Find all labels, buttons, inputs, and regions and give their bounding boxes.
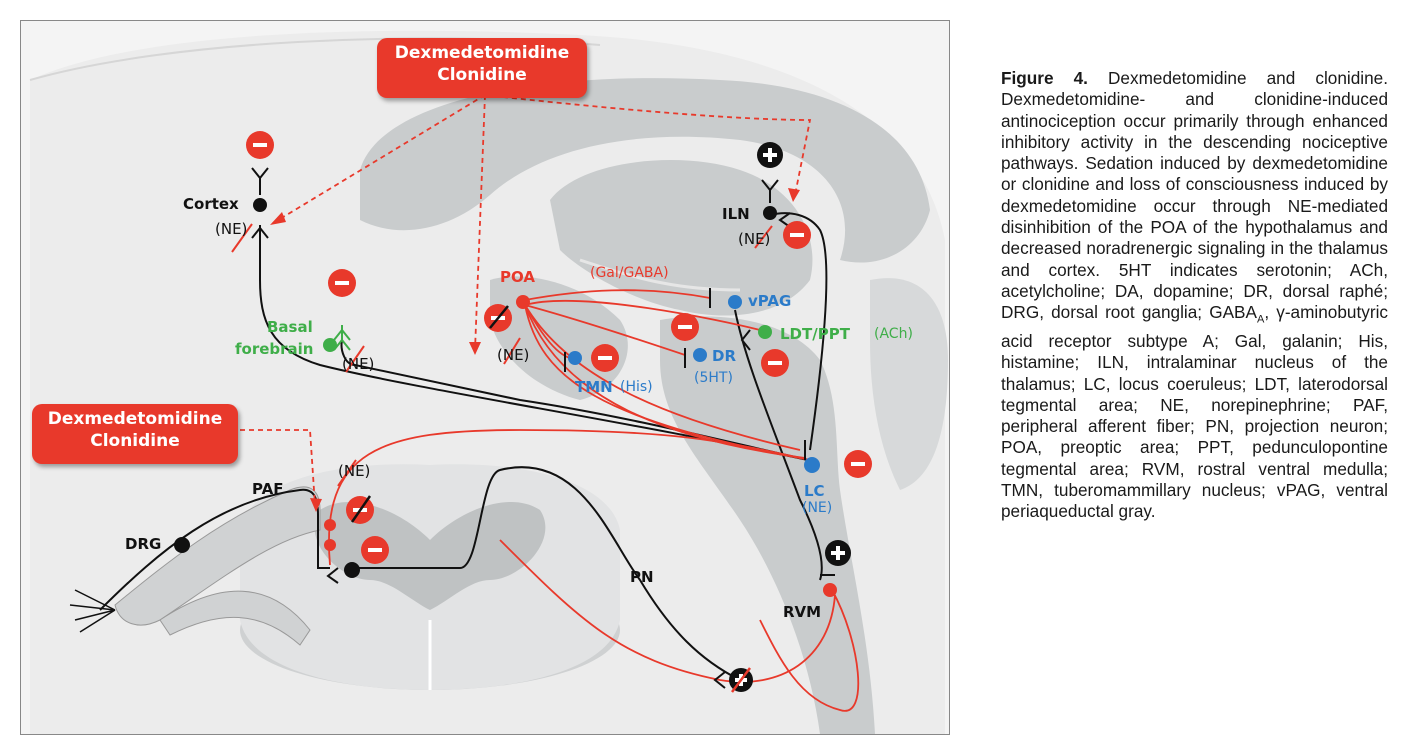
poa-node — [516, 295, 530, 309]
lc-node — [804, 457, 820, 473]
cerebellum — [870, 278, 948, 490]
minus-icon — [346, 495, 374, 524]
arrowheads — [270, 188, 800, 512]
thalamus-region — [550, 160, 813, 316]
minus-icon — [484, 304, 512, 332]
label-ne-spinal: (NE) — [338, 462, 371, 480]
caption-title: Figure 4. — [1001, 68, 1088, 88]
plus-icon — [825, 540, 851, 566]
vpag-node — [728, 295, 742, 309]
label-cortex: Cortex — [183, 195, 239, 213]
minus-icon — [783, 221, 811, 249]
label-vpag: vPAG — [748, 292, 792, 310]
minus-icon — [761, 349, 789, 377]
label-his: (His) — [620, 379, 653, 395]
label-gal-gaba: (Gal/GABA) — [590, 265, 669, 281]
dorsal-horn-node — [344, 562, 360, 578]
label-paf: PAF — [252, 480, 284, 498]
plus-icon — [757, 142, 783, 168]
figure-caption: Figure 4. Dexmedetomidine and clonidine.… — [1001, 68, 1388, 523]
label-forebrain: forebrain — [235, 340, 314, 358]
label-ne-lc: (NE) — [802, 500, 833, 516]
minus-badges — [246, 131, 872, 564]
tmn-node — [568, 351, 582, 365]
minus-icon — [361, 536, 389, 564]
label-ach: (ACh) — [874, 326, 913, 342]
synapse-marks — [251, 167, 835, 689]
minus-icon — [591, 344, 619, 372]
drug-tag-top: Dexmedetomidine Clonidine — [377, 38, 587, 98]
label-tmn: TMN — [575, 378, 613, 396]
plus-icon — [729, 667, 753, 693]
dashed-arrows — [240, 94, 812, 506]
label-ne-cortex: (NE) — [215, 220, 248, 238]
black-pathways — [99, 212, 828, 681]
drg-node — [174, 537, 190, 553]
drug-tag-top-line1: Dexmedetomidine — [394, 43, 570, 63]
gray-matter — [314, 501, 546, 610]
caption-text-b: , γ-aminobutyric acid receptor subtype A… — [1001, 302, 1388, 522]
label-ne-basal: (NE) — [342, 355, 375, 373]
label-drg: DRG — [125, 535, 162, 553]
label-5ht: (5HT) — [694, 370, 733, 386]
drug-tag-top-line2: Clonidine — [437, 65, 527, 85]
cortex-node — [253, 198, 267, 212]
figure-panel: Dexmedetomidine Clonidine Dexmedetomidin… — [20, 20, 950, 735]
label-basal: Basal — [267, 318, 313, 336]
basal-forebrain-node — [323, 338, 337, 352]
label-lc: LC — [804, 482, 825, 500]
caption-gaba-subscript: A — [1256, 313, 1265, 326]
minus-icon — [844, 450, 872, 478]
minus-icon — [328, 269, 356, 297]
spinal-red-node-2 — [324, 539, 336, 551]
label-ne-poa: (NE) — [497, 346, 530, 364]
label-ldt-ppt: LDT/PPT — [780, 325, 850, 343]
red-pathways — [328, 289, 860, 712]
ldt-ppt-node — [758, 325, 772, 339]
label-pn: PN — [630, 568, 654, 586]
label-ne-iln: (NE) — [738, 230, 771, 248]
plus-badges — [729, 142, 851, 693]
spinal-red-node — [324, 519, 336, 531]
label-rvm: RVM — [783, 603, 822, 621]
neural-pathway-diagram — [20, 20, 950, 735]
drug-tag-left-line2: Clonidine — [90, 431, 180, 451]
corpus-callosum — [360, 78, 930, 263]
ne-strikes — [231, 223, 773, 487]
label-poa: POA — [500, 268, 535, 286]
caption-text-a: Dexmedetomidine and clonidine. Dexmedeto… — [1001, 68, 1388, 323]
minus-icon — [671, 313, 699, 341]
dr-node — [693, 348, 707, 362]
iln-node — [763, 206, 777, 220]
rvm-node — [823, 583, 837, 597]
label-iln: ILN — [722, 205, 750, 223]
drug-tag-left: Dexmedetomidine Clonidine — [32, 404, 238, 464]
drug-tag-left-line1: Dexmedetomidine — [47, 409, 223, 429]
minus-icon — [246, 131, 274, 159]
label-dr: DR — [712, 347, 737, 365]
brainstem — [660, 316, 875, 734]
